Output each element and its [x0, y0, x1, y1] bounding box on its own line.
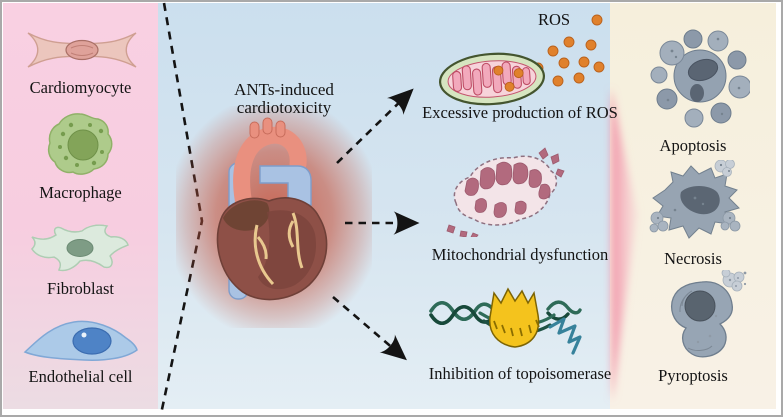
necrosis-cell-illustration	[649, 160, 741, 239]
endothelial-cell-label: Endothelial cell	[28, 367, 133, 386]
ros-label: ROS	[537, 10, 571, 29]
endothelial-cell-illustration	[23, 320, 138, 361]
topoisomerase-enzyme	[489, 287, 540, 348]
heart-coronary-arteries	[253, 212, 304, 286]
apoptosis-label: Apoptosis	[659, 136, 727, 155]
pyroptosis-cell-illustration	[670, 270, 747, 358]
cardiomyocyte-illustration	[27, 32, 137, 68]
fibroblast-illustration	[31, 224, 129, 272]
healthy-mitochondria-illustration	[438, 52, 546, 106]
cardiomyocyte-label: Cardiomyocyte	[29, 78, 132, 97]
mechanism-label-topoisomerase: Inhibition of topoisomerase	[428, 364, 612, 383]
damaged-mitochondria-illustration	[446, 147, 565, 237]
heart-aorta	[233, 126, 307, 218]
mechanism-label-ros: Excessive production of ROS	[422, 103, 618, 122]
macrophage-label: Macrophage	[39, 183, 122, 202]
damaged-cristae	[446, 147, 565, 237]
apoptosis-cell-illustration	[650, 29, 750, 128]
dna-topoisomerase-illustration	[429, 287, 582, 355]
pyroptosis-burst	[721, 270, 745, 292]
diagram-title: ANTs-induced cardiotoxicity	[234, 80, 334, 117]
macrophage-illustration	[47, 113, 113, 175]
necrosis-label: Necrosis	[664, 249, 722, 268]
heart-illustration	[216, 117, 328, 301]
mechanism-label-mito-dysfunction: Mitochondrial dysfunction	[431, 245, 609, 264]
pyroptosis-label: Pyroptosis	[658, 366, 728, 385]
fibroblast-label: Fibroblast	[47, 279, 114, 298]
ros-dots-on-mitochondria	[493, 65, 524, 92]
